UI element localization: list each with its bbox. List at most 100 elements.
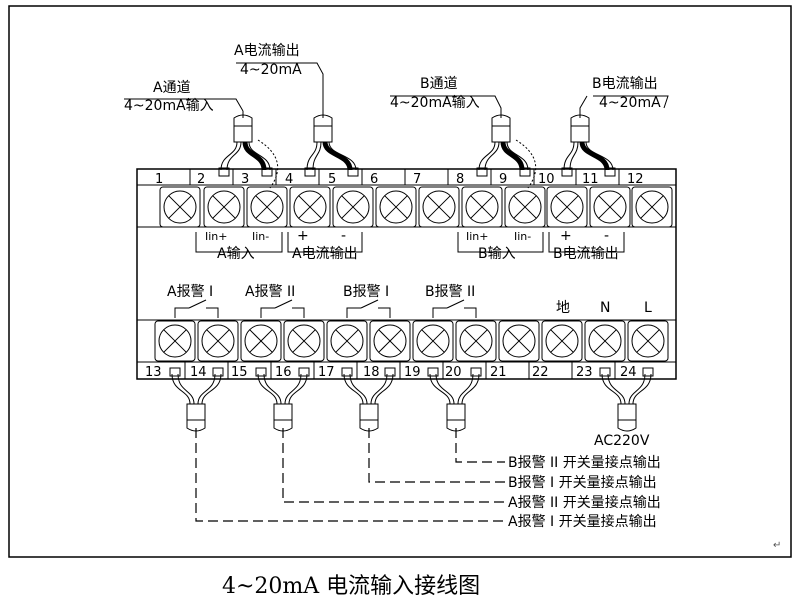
- terminal-number: 1: [155, 172, 163, 187]
- a-output-top-label: A电流输出: [234, 43, 300, 59]
- b-output-top-label: B电流输出: [592, 76, 658, 92]
- terminal-number: 11: [582, 172, 599, 187]
- lower-separators: [184, 362, 616, 379]
- b-in-pos-label: Iin+: [466, 230, 489, 243]
- terminal-block-body: [136, 168, 677, 380]
- alarm-a2-label: A报警 II: [245, 284, 295, 300]
- ac-supply-label: AC220V: [594, 433, 650, 449]
- b-out-plus-label: +: [560, 228, 572, 244]
- b-channel-range: 4~20mA输入: [390, 95, 480, 111]
- relay-contact: [432, 299, 477, 318]
- return-mark: ↵: [773, 540, 781, 551]
- terminal-number: 5: [328, 172, 336, 187]
- terminal-screw: [375, 186, 417, 228]
- upper-terminal-numbers: 1 2 3 4 5 6 7 8 9 10 11 12: [155, 172, 644, 187]
- signal-cable: [599, 367, 654, 432]
- terminal-screw: [455, 320, 497, 362]
- terminal-number: 24: [620, 365, 637, 380]
- terminal-screw: [461, 186, 503, 228]
- a-out-minus-label: -: [341, 228, 346, 244]
- a-output-label: A电流输出: [292, 246, 358, 262]
- bottom-cables: [169, 367, 654, 432]
- terminal-screw: [418, 186, 460, 228]
- diagram-caption: 4~20mA 电流输入接线图: [222, 574, 480, 599]
- signal-cable: [304, 114, 359, 177]
- terminal-screw: [326, 320, 368, 362]
- lower-terminal-numbers: 13 14 15 16 17 18 19 20 21 22 23 24: [145, 365, 637, 380]
- terminal-screw: [240, 320, 282, 362]
- terminal-screw: [412, 320, 454, 362]
- relay-contact-symbols: [174, 299, 477, 318]
- signal-cable: [341, 367, 396, 432]
- b-input-group: Iin+ Iin- B输入: [457, 230, 544, 262]
- a-output-top-range: 4~20mA: [240, 62, 302, 78]
- a-alarm2-output: A报警 II 开关量接点输出: [508, 494, 661, 511]
- a-output-group: + - A电流输出: [287, 228, 363, 262]
- terminal-number: 23: [576, 365, 593, 380]
- terminal-screw: [369, 320, 411, 362]
- a-input-label: A输入: [217, 246, 255, 262]
- terminal-screw: [584, 320, 626, 362]
- signal-cable: [476, 114, 531, 177]
- terminal-number: 3: [241, 172, 249, 187]
- a-input-group: Iin+ Iin- A输入: [195, 230, 283, 262]
- terminal-number: 17: [318, 365, 335, 380]
- shield-wire: [515, 139, 537, 189]
- a-out-plus-label: +: [297, 228, 309, 244]
- alarm-b2-label: B报警 II: [425, 284, 475, 300]
- terminal-screw: [203, 186, 245, 228]
- terminal-screw: [197, 320, 239, 362]
- b-channel-label: B通道: [420, 76, 458, 92]
- terminal-number: 16: [275, 365, 292, 380]
- top-cables: [218, 114, 616, 189]
- b-out-minus-label: -: [604, 228, 609, 244]
- terminal-screw: [289, 186, 331, 228]
- signal-cable: [255, 367, 310, 432]
- a-channel-range: 4~20mA输入: [124, 98, 214, 114]
- terminal-number: 9: [499, 172, 507, 187]
- terminal-number: 2: [197, 172, 205, 187]
- terminal-number: 22: [532, 365, 549, 380]
- terminal-number: 4: [285, 172, 293, 187]
- b-alarm2-output: B报警 II 开关量接点输出: [508, 454, 661, 471]
- terminal-screw: [498, 320, 540, 362]
- terminal-screw: [332, 186, 374, 228]
- terminal-number: 15: [231, 365, 248, 380]
- diagram-frame: [8, 5, 792, 558]
- line-label: L: [644, 300, 652, 316]
- signal-cable: [561, 114, 616, 177]
- ground-label: 地: [556, 300, 570, 316]
- output-labels: B报警 II 开关量接点输出 B报警 I 开关量接点输出 A报警 II 开关量接…: [508, 454, 661, 530]
- output-leader-lines: [195, 428, 505, 522]
- lower-terminal-screws: [154, 320, 669, 362]
- terminal-screw: [159, 186, 201, 228]
- terminal-screw: [246, 186, 288, 228]
- terminal-number: 21: [490, 365, 507, 380]
- b-input-label: B输入: [478, 246, 516, 262]
- terminal-screw: [504, 186, 546, 228]
- terminal-number: 12: [627, 172, 644, 187]
- b-output-group: + - B电流输出: [548, 228, 625, 262]
- a-alarm1-output: A报警 I 开关量接点输出: [508, 513, 657, 530]
- a-channel-label: A通道: [153, 80, 191, 96]
- neutral-label: N: [600, 300, 610, 316]
- terminal-screw: [589, 186, 631, 228]
- terminal-number: 13: [145, 365, 162, 380]
- terminal-number: 20: [445, 365, 462, 380]
- terminal-screw: [283, 320, 325, 362]
- relay-contact: [260, 299, 305, 318]
- terminal-number: 7: [413, 172, 421, 187]
- relay-contact: [346, 299, 391, 318]
- top-labels: A通道 4~20mA输入 A电流输出 4~20mA B通道 4~20mA输入 B…: [124, 43, 669, 118]
- b-output-top-range: 4~20mA: [599, 95, 661, 111]
- terminal-screw: [546, 186, 588, 228]
- b-in-neg-label: Iin-: [514, 230, 531, 243]
- shield-wire: [257, 139, 279, 189]
- terminal-screw: [154, 320, 196, 362]
- relay-contact: [174, 299, 219, 318]
- signal-cable: [218, 114, 273, 177]
- upper-separators: [189, 169, 620, 185]
- alarm-b1-label: B报警 I: [343, 284, 389, 300]
- upper-terminal-screws: [159, 186, 673, 228]
